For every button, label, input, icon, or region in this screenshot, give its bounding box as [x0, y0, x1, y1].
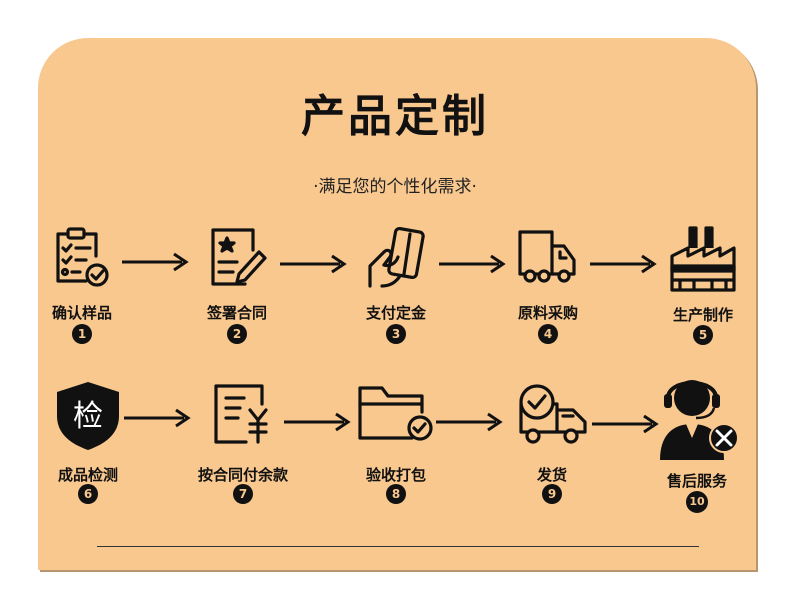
- step-after-sales: 售后服务 10: [637, 374, 757, 514]
- step-accept-pack: 验收打包 8: [336, 380, 456, 510]
- delivery-truck-icon: [518, 230, 576, 283]
- step-label: 签署合同: [206, 304, 267, 322]
- step-label: 原料采购: [517, 304, 578, 322]
- arrow-right-icon: [439, 254, 506, 274]
- step-label: 按合同付余款: [197, 466, 288, 484]
- factory-icon: [670, 226, 736, 292]
- step-confirm-sample: 确认样品 1: [22, 226, 142, 346]
- invoice-yuan-icon: [214, 384, 268, 444]
- arrow-right-icon: [590, 254, 657, 274]
- page-title: 产品定制: [301, 91, 489, 142]
- step-number: 4: [538, 324, 558, 344]
- step-label: 支付定金: [365, 304, 426, 322]
- contract-sign-icon: [211, 228, 267, 286]
- card-payment-icon: [368, 226, 425, 288]
- step-label: 验收打包: [365, 466, 426, 484]
- customer-service-icon: [660, 380, 739, 460]
- step-shipping: 发货 9: [492, 380, 612, 510]
- arrow-right-icon: [124, 408, 191, 428]
- step-number: 9: [542, 484, 562, 504]
- step-number: 7: [233, 484, 253, 504]
- step-sign-contract: 签署合同 2: [177, 226, 297, 346]
- step-label: 发货: [536, 466, 567, 484]
- step-label: 生产制作: [672, 306, 733, 324]
- inspection-shield-icon: 检: [57, 382, 119, 450]
- step-number: 10: [686, 491, 708, 513]
- shipping-truck-icon: [519, 384, 587, 444]
- step-number: 3: [386, 324, 406, 344]
- step-number: 2: [227, 324, 247, 344]
- arrow-right-icon: [436, 412, 503, 432]
- step-label: 确认样品: [51, 304, 112, 322]
- step-number: 1: [72, 324, 92, 344]
- step-buy-materials: 原料采购 4: [488, 226, 608, 346]
- step-production: 生产制作 5: [643, 226, 763, 346]
- arrow-right-icon: [122, 252, 189, 272]
- folder-check-icon: [358, 386, 433, 441]
- arrow-right-icon: [280, 254, 347, 274]
- step-inspection: 检 成品检测 6: [28, 380, 148, 510]
- step-pay-balance: 按合同付余款 7: [183, 380, 303, 510]
- step-pay-deposit: 支付定金 3: [336, 226, 456, 346]
- step-number: 6: [78, 484, 98, 504]
- step-number: 8: [386, 484, 406, 504]
- bottom-divider: [97, 546, 699, 547]
- step-label: 成品检测: [57, 466, 118, 484]
- page-subtitle: ·满足您的个性化需求·: [313, 177, 477, 197]
- arrow-right-icon: [284, 412, 351, 432]
- clipboard-check-icon: [56, 227, 109, 287]
- arrow-right-icon: [592, 414, 659, 434]
- process-card: [38, 38, 756, 570]
- step-label: 售后服务: [666, 472, 727, 490]
- step-number: 5: [693, 325, 713, 345]
- shield-glyph: 检: [73, 399, 103, 434]
